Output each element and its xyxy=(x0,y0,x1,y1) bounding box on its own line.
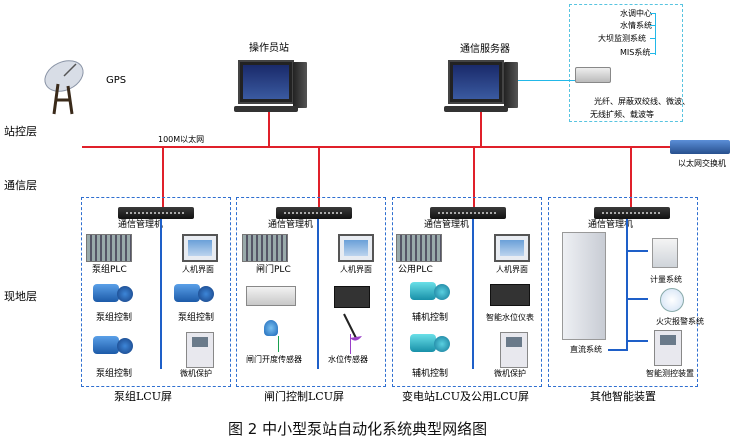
device-label: 泵组控制 xyxy=(178,313,215,323)
device-label: 泵组PLC xyxy=(92,265,127,275)
ethernet-bus xyxy=(82,146,670,148)
plc-icon xyxy=(242,234,288,262)
media-label: 光纤、屏蔽双绞线、微波、 xyxy=(594,97,690,106)
panel-title: 闸门控制LCU屏 xyxy=(264,390,344,403)
operator-keyboard xyxy=(234,106,298,112)
energy-meter-icon xyxy=(652,238,678,268)
hmi-icon xyxy=(182,234,218,262)
external-system-label: 大坝监测系统 xyxy=(598,34,646,43)
device-label: 闸门PLC xyxy=(256,265,291,275)
pump-icon xyxy=(410,280,450,302)
device-label: 闸门开度传感器 xyxy=(246,355,302,364)
modem-device xyxy=(575,67,611,83)
server-label: 通信服务器 xyxy=(460,44,510,55)
panel-title: 泵组LCU屏 xyxy=(114,390,172,403)
external-systems-box xyxy=(569,4,683,122)
measurement-control-icon xyxy=(654,330,682,366)
level-instrument-icon xyxy=(490,284,530,306)
device-label: 微机保护 xyxy=(180,369,212,378)
gps-label: GPS xyxy=(106,75,127,86)
media-label: 无线扩频、载波等 xyxy=(590,110,654,119)
panel-gate-lcu xyxy=(236,197,386,387)
comm-manager xyxy=(118,207,194,219)
level-sensor-icon xyxy=(343,313,362,341)
figure-caption: 图 2 中小型泵站自动化系统典型网络图 xyxy=(228,420,488,438)
device-label: 智能水位仪表 xyxy=(486,313,534,322)
dc-cabinet-icon xyxy=(562,232,606,340)
opening-meter-icon xyxy=(246,286,296,306)
device-label: 微机保护 xyxy=(494,369,526,378)
ethernet-switch-icon xyxy=(670,140,730,154)
device-label: 人机界面 xyxy=(340,265,372,274)
device-label: 水位传感器 xyxy=(328,355,368,364)
device-label: 智能测控装置 xyxy=(646,369,694,378)
operator-tower xyxy=(293,62,307,108)
operator-drop xyxy=(268,112,270,147)
layer-label-field: 现地层 xyxy=(4,290,37,303)
device-label: 泵组控制 xyxy=(96,369,133,379)
external-system-label: MIS系统 xyxy=(620,48,651,57)
comm-manager xyxy=(276,207,352,219)
comm-manager xyxy=(594,207,670,219)
device-label: 火灾报警系统 xyxy=(656,317,704,326)
pump-icon xyxy=(410,332,450,354)
relay-protection-icon xyxy=(186,332,214,368)
gate-sensor-icon xyxy=(264,320,278,336)
operator-monitor xyxy=(238,60,294,104)
server-keyboard xyxy=(444,106,508,112)
pump-icon xyxy=(93,282,133,304)
device-label: 直流系统 xyxy=(570,345,602,354)
satellite-dish-icon xyxy=(44,60,84,115)
pump-icon xyxy=(174,282,214,304)
server-drop xyxy=(480,112,482,147)
pump-icon xyxy=(93,334,133,356)
comm-manager-label: 通信管理机 xyxy=(424,220,470,230)
plc-icon xyxy=(396,234,442,262)
device-label: 辅机控制 xyxy=(412,313,449,323)
device-label: 人机界面 xyxy=(496,265,528,274)
comm-manager-label: 通信管理机 xyxy=(118,220,164,230)
fire-alarm-icon xyxy=(660,288,684,312)
panel-pump-lcu xyxy=(81,197,231,387)
panel-other-devices xyxy=(548,197,698,387)
device-label: 泵组控制 xyxy=(96,313,133,323)
hmi-icon xyxy=(338,234,374,262)
switch-label: 以太网交换机 xyxy=(678,159,726,168)
layer-label-station: 站控层 xyxy=(4,125,37,138)
relay-protection-icon xyxy=(500,332,528,368)
panel-title: 变电站LCU及公用LCU屏 xyxy=(402,390,529,403)
comm-manager xyxy=(430,207,506,219)
server-to-modem-link xyxy=(518,80,575,81)
server-monitor xyxy=(448,60,504,104)
comm-manager-label: 通信管理机 xyxy=(588,220,634,230)
device-label: 人机界面 xyxy=(182,265,214,274)
external-system-label: 水情系统 xyxy=(620,21,652,30)
operator-station-label: 操作员站 xyxy=(249,43,289,54)
water-level-meter-icon xyxy=(334,286,370,308)
device-label: 公用PLC xyxy=(398,265,433,275)
hmi-icon xyxy=(494,234,530,262)
panel-substation-lcu xyxy=(392,197,542,387)
layer-label-comm: 通信层 xyxy=(4,179,37,192)
panel-title: 其他智能装置 xyxy=(590,390,656,403)
server-tower xyxy=(504,62,518,108)
external-system-label: 水调中心 xyxy=(620,9,652,18)
device-label: 辅机控制 xyxy=(412,369,449,379)
device-label: 计量系统 xyxy=(650,275,682,284)
plc-icon xyxy=(86,234,132,262)
ethernet-label: 100M以太网 xyxy=(158,135,205,144)
comm-manager-label: 通信管理机 xyxy=(268,220,314,230)
